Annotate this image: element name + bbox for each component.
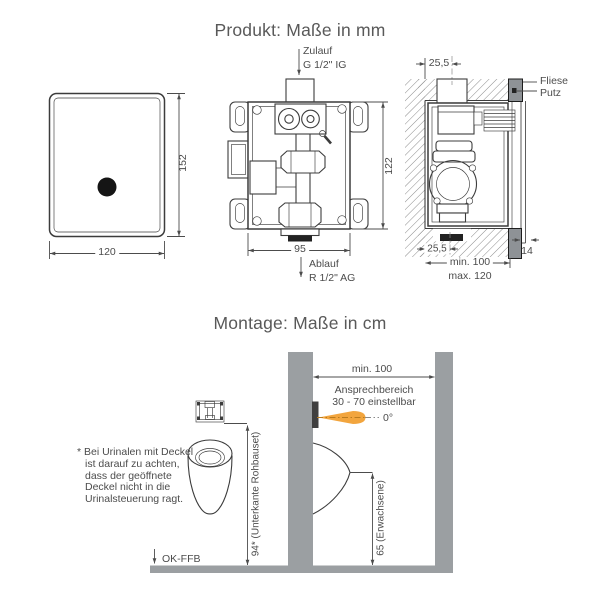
box-width-label: 95 [291, 243, 309, 256]
masonry-hatch-left [405, 79, 425, 257]
valve-block [274, 103, 332, 145]
rough-in-height-label: 94* (Unterkante Rohbauset) [250, 431, 262, 557]
depth-max-label: max. 120 [448, 270, 492, 283]
product-section-title: Produkt: Maße in mm [214, 20, 386, 40]
box-side-drawing [405, 56, 539, 268]
mounting-height-label: 65 (Erwachsene) [375, 480, 387, 556]
rough-in-icon [195, 400, 225, 423]
floor [150, 565, 453, 573]
front-thickness-label: 14 [521, 245, 533, 258]
montage-section-title: Montage: Maße in cm [213, 313, 387, 333]
mounting-wall [288, 352, 313, 566]
panel-height-label: 152 [177, 154, 190, 172]
floor-level-label: OK-FFB [162, 552, 201, 565]
sensor-dot [97, 177, 117, 197]
inlet-thread-label: G 1/2" IG [303, 59, 347, 71]
urinal-front [187, 439, 233, 515]
ribbed-module [483, 109, 516, 132]
depth-top-label: 25,5 [428, 57, 450, 70]
lid-note: * Bei Urinalen mit Deckel ist darauf zu … [77, 446, 194, 506]
outlet-thread-label: R 1/2" AG [309, 271, 356, 284]
tile-section-bottom [508, 228, 522, 259]
inlet-label: Zulauf [303, 45, 333, 57]
box-front-drawing [227, 49, 388, 278]
outlet-label: Ablauf [309, 258, 339, 270]
montage-drawing [150, 352, 453, 573]
sensor-range-label-1: Ansprechbereich [334, 384, 414, 397]
sensor-unit [312, 401, 319, 428]
beam-angle-label: 0° [383, 411, 394, 424]
box-height-label: 122 [383, 157, 396, 175]
wall-distance-label: min. 100 [351, 363, 393, 376]
front-panel-drawing [48, 92, 185, 259]
panel-width-label: 120 [95, 246, 119, 259]
sensor-range-label-2: 30 - 70 einstellbar [332, 396, 416, 409]
depth-min-label: min. 100 [446, 256, 494, 269]
plaster-label: Putz [540, 86, 562, 99]
urinal-side [312, 442, 351, 515]
tile-label: Fliese [540, 75, 569, 87]
side-wall [435, 352, 453, 566]
depth-bottom-label: 25,5 [424, 243, 450, 255]
